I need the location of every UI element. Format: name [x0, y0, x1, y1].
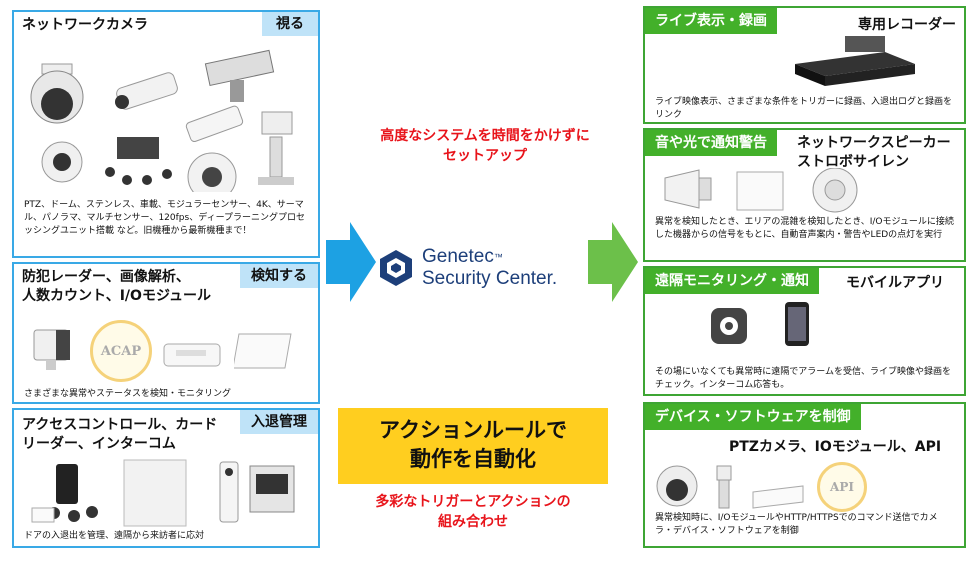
alert-desc: 異常を検知したとき、エリアの混雑を検知したとき、I/Oモジュールに接続した機器か…: [655, 217, 954, 240]
device-tag: デバイス・ソフトウェアを制御: [645, 404, 861, 430]
remote-desc: その場にいなくても異常時に遠隔でアラームを受信、ライブ映像や録画をチェック。イン…: [655, 367, 952, 390]
brand-line1: Genetec: [422, 246, 494, 267]
panel-network-cameras: ネットワークカメラ 視る PTZ、ドーム、ステンレス、車載、モジュラーセンサー、…: [12, 10, 320, 258]
alert-tag: 音や光で通知警告: [645, 130, 777, 156]
detect-desc: さまざまな異常やステータスを検知・モニタリング: [24, 389, 232, 399]
action-subtext: 多彩なトリガーとアクションの 組み合わせ: [375, 494, 571, 530]
api-label: API: [830, 480, 854, 494]
access-devices-image: [31, 459, 295, 527]
panel-detect: 防犯レーダー、画像解析、 人数カウント、I/Oモジュール 検知する ACAP さ…: [12, 262, 320, 404]
center-headline: 高度なシステムを時間をかけずに セットアップ: [380, 128, 590, 164]
panel-live-record: ライブ表示・録画 専用レコーダー ライブ映像表示、さまざまな条件をトリガーに録画…: [643, 6, 966, 124]
recorder-image: [795, 36, 915, 86]
arrow-center-to-right: [588, 222, 638, 302]
genetec-logo-icon: [380, 250, 412, 286]
live-desc: ライブ映像表示、さまざまな条件をトリガーに録画、入退出ログと録画をリンク: [655, 97, 953, 120]
acap-logo: ACAP: [90, 320, 152, 382]
genetec-brand: Genetec™ Security Center.: [422, 246, 557, 290]
detect-tag: 検知する: [240, 264, 318, 288]
io-module-image: [163, 343, 221, 367]
alert-title: ネットワークスピーカー ストロボサイレン: [797, 135, 951, 170]
device-title: PTZカメラ、IOモジュール、API: [729, 439, 942, 455]
acap-label: ACAP: [100, 343, 142, 359]
camera-lineup-image: [30, 49, 294, 192]
access-desc: ドアの入退出を管理、遠隔から来訪者に応対: [24, 531, 205, 541]
panel-alert: 音や光で通知警告 ネットワークスピーカー ストロボサイレン 異常を検知したとき、…: [643, 128, 966, 262]
access-tag: 入退管理: [240, 410, 318, 434]
panel-remote: 遠隔モニタリング・通知 モバイルアプリ その場にいなくても異常時に遠隔でアラーム…: [643, 266, 966, 396]
cameras-desc: PTZ、ドーム、ステンレス、車載、モジュラーセンサー、4K、サーマル、パノラマ、…: [24, 200, 306, 236]
smartphone-image: [785, 302, 809, 346]
detect-title: 防犯レーダー、画像解析、 人数カウント、I/Oモジュール: [22, 269, 211, 304]
live-tag: ライブ表示・録画: [645, 8, 777, 34]
panel-access: アクセスコントロール、カード リーダー、インターコム 入退管理 ドアの入退出を管…: [12, 408, 320, 548]
remote-tag: 遠隔モニタリング・通知: [645, 268, 819, 294]
arrow-left-to-center: [326, 222, 376, 302]
live-title: 専用レコーダー: [858, 17, 956, 33]
panel-device-control: デバイス・ソフトウェアを制御 PTZカメラ、IOモジュール、API API 異常…: [643, 402, 966, 548]
ptz-io-devices-image: [656, 465, 804, 509]
cameras-tag: 視る: [262, 12, 318, 36]
action-rule-box: アクションルールで 動作を自動化: [338, 408, 608, 484]
access-title: アクセスコントロール、カード リーダー、インターコム: [22, 417, 218, 452]
speaker-devices-image: [664, 168, 858, 213]
radar-device-image: [33, 329, 70, 370]
device-desc: 異常検知時に、I/OモジュールやHTTP/HTTPSでのコマンド送信でカメラ・デ…: [655, 513, 938, 536]
cameras-title: ネットワークカメラ: [22, 17, 148, 33]
remote-title: モバイルアプリ: [846, 275, 944, 291]
brand-line2: Security Center.: [422, 268, 558, 289]
brand-tm: ™: [493, 252, 503, 262]
counter-device-image: [234, 333, 292, 369]
api-badge: API: [817, 462, 867, 512]
mobile-app-icon: [711, 308, 747, 344]
